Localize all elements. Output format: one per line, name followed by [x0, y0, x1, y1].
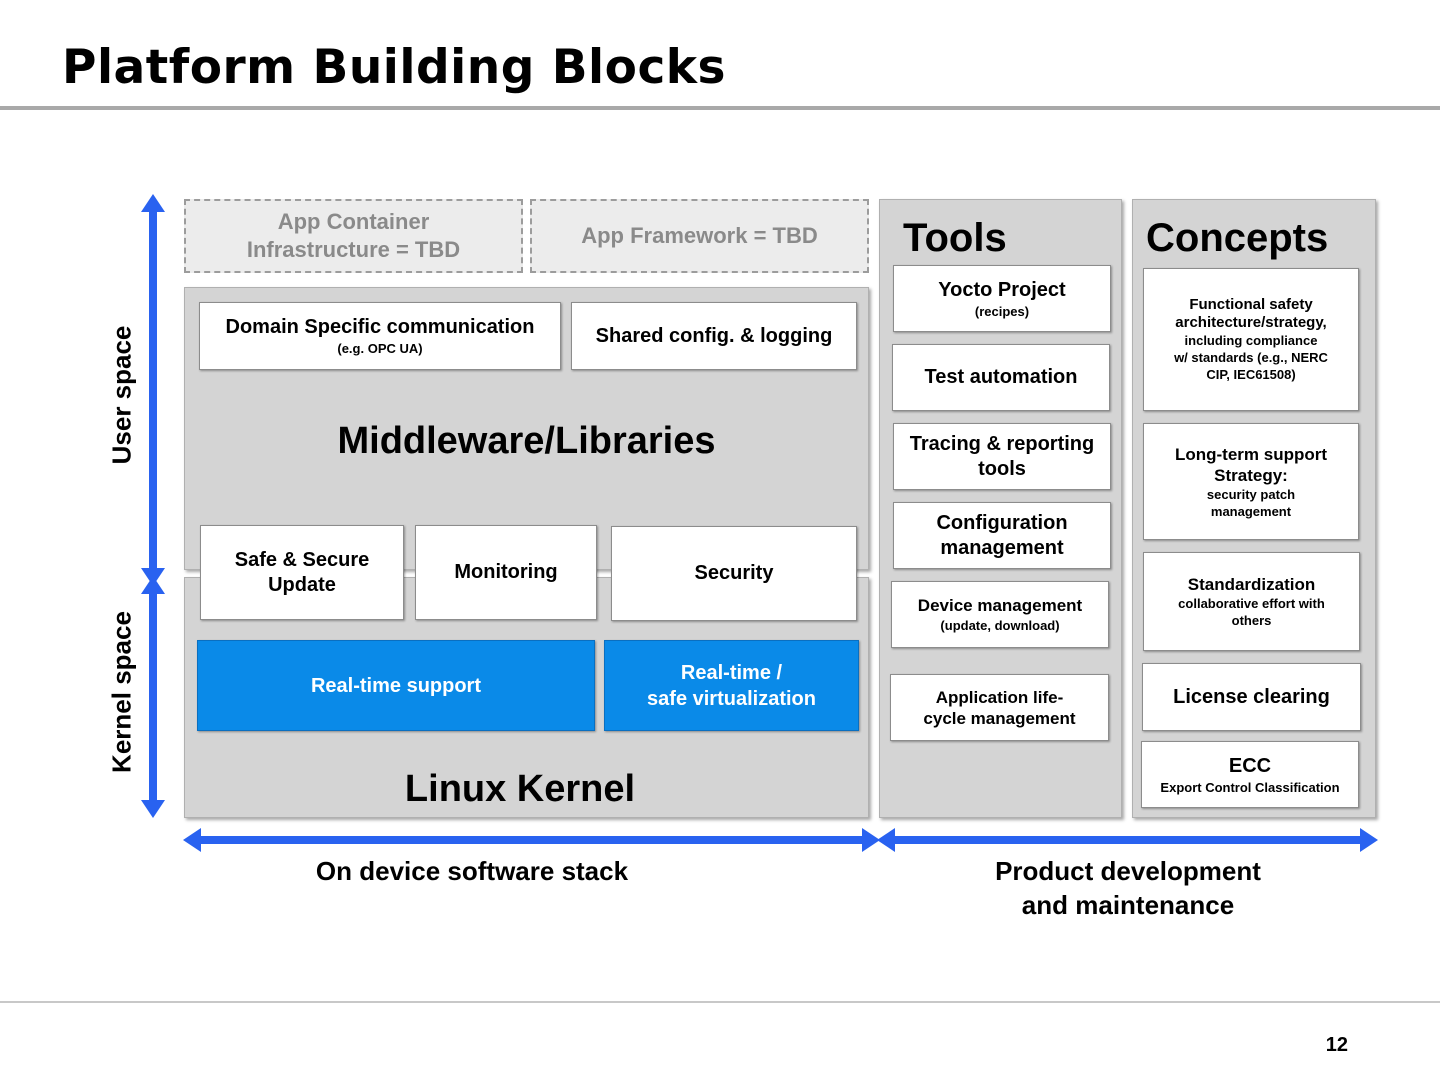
page-number: 12 — [1325, 1034, 1348, 1056]
long-term-support-sub: security patch management — [1206, 486, 1296, 519]
safe-secure-update-box: Safe & Secure Update — [200, 525, 404, 620]
realtime-virtualization-box: Real-time / safe virtualization — [604, 640, 859, 731]
monitoring-label: Monitoring — [454, 561, 558, 583]
standardization-box: Standardization collaborative effort wit… — [1143, 552, 1360, 651]
ecc-sub: Export Control Classification — [1160, 779, 1340, 795]
yocto-project-sub: (recipes) — [974, 303, 1030, 319]
test-automation-box: Test automation — [892, 344, 1110, 411]
on-device-caption: On device software stack — [315, 856, 629, 886]
yocto-project-box: Yocto Project (recipes) — [893, 265, 1111, 332]
product-development-caption: Product development and maintenance — [995, 856, 1261, 920]
functional-safety-sub: including compliance w/ standards (e.g.,… — [1174, 333, 1328, 382]
ecc-box: ECC Export Control Classification — [1141, 741, 1359, 808]
page-title: Platform Building Blocks — [62, 40, 727, 95]
middleware-title: Middleware/Libraries — [337, 420, 716, 462]
tools-heading: Tools — [903, 216, 1007, 260]
realtime-support-label: Real-time support — [310, 674, 482, 697]
standardization-sub: collaborative effort with others — [1178, 596, 1325, 628]
functional-safety-label: Functional safety architecture/strategy, — [1175, 296, 1327, 331]
security-box: Security — [611, 526, 857, 621]
yocto-project-label: Yocto Project — [938, 278, 1066, 301]
device-management-sub: (update, download) — [940, 618, 1060, 633]
device-management-box: Device management (update, download) — [891, 581, 1109, 648]
kernel-space-label: Kernel space — [106, 611, 137, 773]
license-clearing-label: License clearing — [1173, 685, 1330, 708]
tracing-reporting-label: Tracing & reporting tools — [909, 432, 1095, 480]
shared-config-label: Shared config. & logging — [595, 324, 833, 347]
monitoring-box: Monitoring — [415, 525, 597, 620]
app-container-box: App Container Infrastructure = TBD — [184, 199, 523, 273]
standardization-label: Standardization — [1187, 575, 1316, 594]
ecc-label: ECC — [1228, 754, 1272, 777]
device-management-label: Device management — [917, 596, 1083, 615]
tracing-reporting-box: Tracing & reporting tools — [893, 423, 1111, 490]
linux-kernel-title: Linux Kernel — [404, 768, 636, 810]
domain-communication-label: Domain Specific communication — [225, 316, 535, 338]
configuration-management-label: Configuration management — [936, 511, 1068, 559]
realtime-virtualization-label: Real-time / safe virtualization — [647, 661, 816, 710]
realtime-support-box: Real-time support — [197, 640, 595, 731]
kernel-space-arrow — [141, 576, 165, 818]
product-dev-arrow — [877, 828, 1378, 852]
app-framework-box: App Framework = TBD — [530, 199, 869, 273]
configuration-management-box: Configuration management — [893, 502, 1111, 569]
license-clearing-box: License clearing — [1142, 663, 1361, 731]
app-lifecycle-label: Application life- cycle management — [923, 687, 1076, 728]
shared-config-box: Shared config. & logging — [571, 302, 857, 370]
safe-secure-update-label: Safe & Secure Update — [234, 548, 370, 596]
footer-divider — [0, 1001, 1440, 1003]
security-label: Security — [694, 562, 774, 584]
test-automation-label: Test automation — [924, 366, 1078, 388]
domain-communication-box: Domain Specific communication (e.g. OPC … — [199, 302, 561, 370]
concepts-heading: Concepts — [1146, 216, 1329, 260]
on-device-arrow — [183, 828, 880, 852]
long-term-support-label: Long-term support Strategy: — [1174, 444, 1328, 485]
title-divider — [0, 106, 1440, 110]
user-space-arrow — [141, 194, 165, 586]
functional-safety-box: Functional safety architecture/strategy,… — [1143, 268, 1359, 411]
long-term-support-box: Long-term support Strategy: security pat… — [1143, 423, 1359, 540]
user-space-label: User space — [106, 325, 137, 465]
app-lifecycle-box: Application life- cycle management — [890, 674, 1109, 741]
domain-communication-sub: (e.g. OPC UA) — [337, 341, 423, 356]
